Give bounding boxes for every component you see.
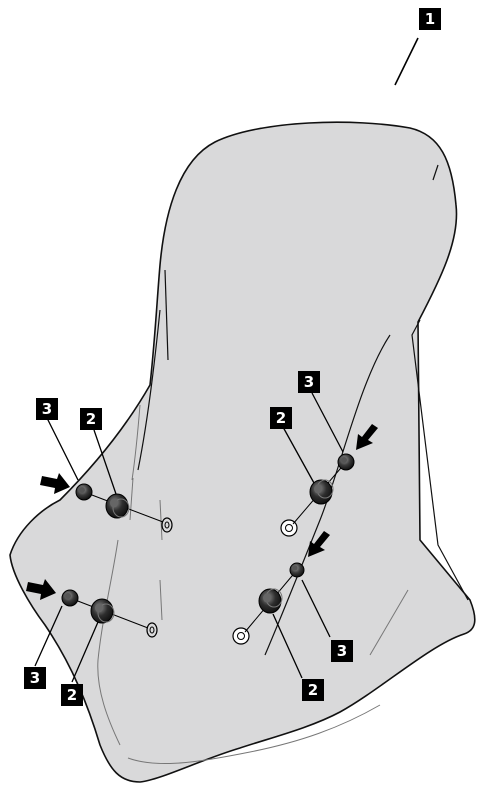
windscreen-edge-line: [97, 539, 121, 746]
callout-3-screw: 3: [36, 398, 58, 420]
callout-2-well-nut: 2: [80, 408, 102, 430]
well-nut-part: [258, 588, 283, 614]
callout-3-screw: 3: [298, 371, 320, 393]
windscreen-edge-line: [159, 499, 163, 621]
callout-2-well-nut: 2: [270, 407, 292, 429]
windscreen-edge-line: [264, 334, 391, 656]
leader-line-2: [272, 613, 303, 679]
well-nut-part: [309, 479, 334, 505]
leader-line-3: [34, 605, 63, 667]
callout-3-screw: 3: [331, 640, 353, 662]
well-nut-part: [105, 493, 130, 519]
windscreen-edge-line: [129, 477, 134, 521]
mounting-hole: [146, 622, 158, 638]
mounting-hole: [161, 517, 173, 533]
screw-part: [337, 453, 355, 471]
leader-line-2: [93, 429, 117, 495]
screw-part: [61, 589, 79, 607]
callout-2-well-nut: 2: [302, 679, 324, 701]
leader-line-2: [282, 426, 315, 484]
windscreen-edge-line: [411, 319, 469, 601]
windscreen-edge-line: [131, 404, 141, 481]
leader-line-3: [311, 392, 344, 453]
windscreen-edge-line: [164, 269, 169, 361]
screw-part: [75, 483, 93, 501]
well-nut-part: [90, 598, 115, 624]
leader-line-3: [46, 417, 79, 481]
windscreen-edge-line: [137, 309, 161, 471]
direction-arrow: [356, 424, 378, 450]
callout-3-screw: 3: [24, 667, 46, 689]
leader-line-3: [301, 579, 331, 638]
direction-arrow: [40, 473, 70, 494]
leader-line-1: [394, 37, 419, 86]
screw-part: [289, 562, 305, 578]
windscreen-shape: [9, 121, 476, 783]
leader-line-2: [71, 621, 99, 683]
callout-2-well-nut: 2: [61, 684, 83, 706]
direction-arrow: [308, 531, 330, 557]
windscreen-edge-line: [432, 164, 439, 181]
windscreen-edge-line: [369, 589, 409, 656]
direction-arrow: [26, 579, 56, 600]
windscreen-edge-line: [127, 704, 381, 765]
callout-1-windscreen: 1: [419, 8, 441, 30]
